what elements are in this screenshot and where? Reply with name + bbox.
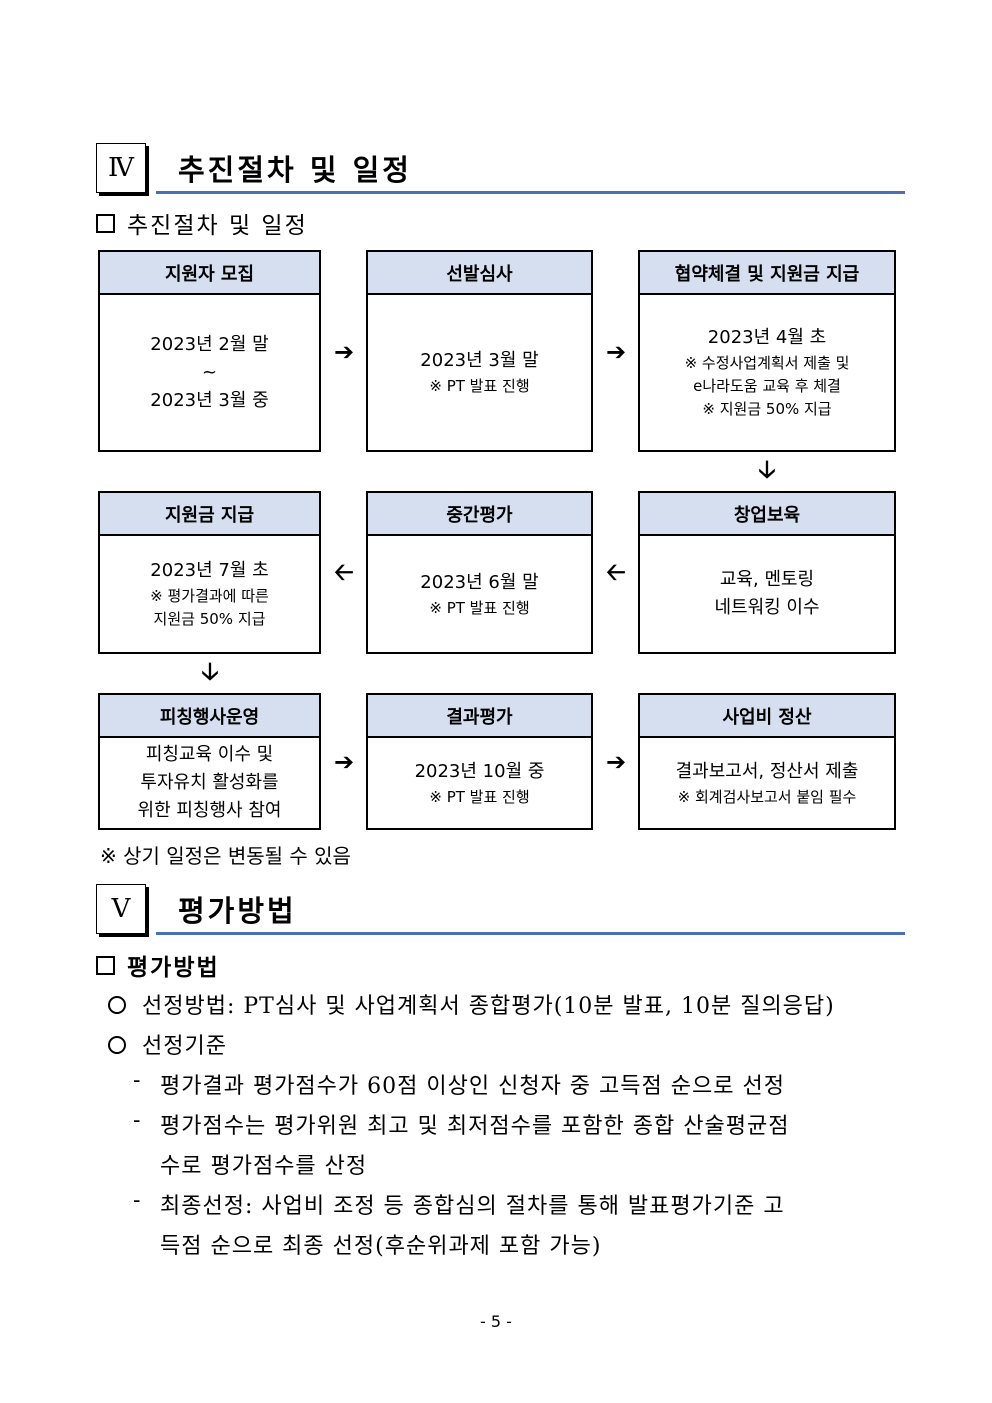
arrow-down-icon: 🡣 [758, 455, 776, 483]
section-underline [156, 191, 905, 194]
step-line: ※ PT 발표 진행 [429, 598, 530, 617]
step-title: 선발심사 [368, 252, 591, 295]
step-selection-review: 선발심사 2023년 3월 말 ※ PT 발표 진행 [366, 250, 593, 452]
step-line: ※ PT 발표 진행 [429, 377, 530, 395]
circle-bullet-icon [108, 1036, 126, 1054]
step-line: ※ 평가결과에 따른 [150, 587, 269, 605]
dash-bullet: - [133, 1188, 141, 1213]
step-line: 2023년 2월 말 [150, 333, 269, 355]
step-line: ※ PT 발표 진행 [429, 787, 530, 806]
step-line: 네트워킹 이수 [714, 597, 820, 618]
step-line: 2023년 6월 말 [420, 571, 539, 593]
evaluation-method: 선정방법: PT심사 및 사업계획서 종합평가(10분 발표, 10분 질의응답… [108, 988, 835, 1020]
arrow-down-icon: 🡣 [201, 657, 219, 685]
criteria-item-3: 최종선정: 사업비 조정 등 종합심의 절차를 통해 발표평가기준 고 [160, 1194, 785, 1219]
criteria-heading-text: 선정기준 [142, 1034, 227, 1059]
step-pitching-event: 피칭행사운영 피칭교육 이수 및 투자유치 활성화를 위한 피칭행사 참여 [98, 693, 321, 830]
step-title: 창업보육 [640, 493, 894, 536]
step-line: 피칭교육 이수 및 [145, 744, 274, 765]
step-line: 2023년 7월 초 [150, 560, 269, 581]
step-title: 사업비 정산 [640, 695, 894, 738]
criteria-item-1: 평가결과 평가점수가 60점 이상인 신청자 중 고득점 순으로 선정 [160, 1074, 785, 1099]
step-settlement: 사업비 정산 결과보고서, 정산서 제출 ※ 회계검사보고서 붙임 필수 [638, 693, 896, 830]
step-line: ※ 회계검사보고서 붙임 필수 [677, 787, 857, 806]
step-line: e나라도움 교육 후 체결 [693, 377, 841, 395]
arrow-right-icon: ➔ [605, 748, 627, 776]
dash-bullet: - [133, 1068, 141, 1093]
section-header-5: Ⅴ 평가방법 [96, 884, 905, 936]
step-line: 지원금 50% 지급 [153, 610, 266, 628]
evaluation-heading-text: 평가방법 [127, 955, 220, 981]
step-title: 지원자 모집 [100, 252, 319, 295]
procedure-heading: 추진절차 및 일정 [96, 206, 308, 240]
step-line: 2023년 4월 초 [707, 327, 827, 348]
section-underline [156, 932, 905, 935]
criteria-item-3-cont: 득점 순으로 최종 선정(후순위과제 포함 가능) [160, 1234, 602, 1259]
step-title: 피칭행사운영 [100, 695, 319, 738]
section-number: Ⅳ [96, 143, 146, 193]
schedule-note: ※ 상기 일정은 변동될 수 있음 [100, 844, 351, 868]
section-title: 평가방법 [178, 894, 297, 928]
circle-bullet-icon [108, 996, 126, 1014]
step-line: ~ [201, 361, 218, 383]
step-title: 중간평가 [368, 493, 591, 536]
step-line: ※ 수정사업계획서 제출 및 [684, 354, 850, 372]
step-midterm-eval: 중간평가 2023년 6월 말 ※ PT 발표 진행 [366, 491, 593, 654]
step-line: 2023년 3월 중 [150, 389, 269, 411]
step-line: 2023년 10월 중 [414, 760, 545, 782]
arrow-right-icon: ➔ [333, 338, 355, 366]
evaluation-method-text: 선정방법: PT심사 및 사업계획서 종합평가(10분 발표, 10분 질의응답… [142, 994, 835, 1019]
step-agreement: 협약체결 및 지원금 지급 2023년 4월 초 ※ 수정사업계획서 제출 및 … [638, 250, 896, 452]
step-incubation: 창업보육 교육, 멘토링 네트워킹 이수 [638, 491, 896, 654]
step-line: 위한 피칭행사 참여 [137, 800, 282, 821]
step-line: 교육, 멘토링 [719, 569, 815, 590]
criteria-heading: 선정기준 [108, 1028, 227, 1060]
step-line: 2023년 3월 말 [420, 350, 539, 371]
step-line: ※ 지원금 50% 지급 [702, 400, 832, 418]
section-header-4: Ⅳ 추진절차 및 일정 [96, 143, 905, 195]
arrow-right-icon: ➔ [605, 338, 627, 366]
step-recruit: 지원자 모집 2023년 2월 말 ~ 2023년 3월 중 [98, 250, 321, 452]
square-bullet-icon [96, 955, 115, 975]
section-title: 추진절차 및 일정 [178, 153, 412, 187]
dash-bullet: - [133, 1108, 141, 1133]
step-title: 지원금 지급 [100, 493, 319, 536]
page-number: - 5 - [480, 1312, 512, 1331]
step-final-eval: 결과평가 2023년 10월 중 ※ PT 발표 진행 [366, 693, 593, 830]
step-title: 협약체결 및 지원금 지급 [640, 252, 894, 295]
step-title: 결과평가 [368, 695, 591, 738]
step-fund-payment: 지원금 지급 2023년 7월 초 ※ 평가결과에 따른 지원금 50% 지급 [98, 491, 321, 654]
arrow-left-icon: 🡠 [606, 558, 626, 586]
square-bullet-icon [96, 213, 115, 233]
criteria-item-2-cont: 수로 평가점수를 산정 [160, 1154, 368, 1179]
arrow-right-icon: ➔ [333, 748, 355, 776]
step-line: 투자유치 활성화를 [140, 772, 279, 793]
evaluation-heading: 평가방법 [96, 948, 220, 982]
section-number: Ⅴ [96, 884, 146, 934]
step-line: 결과보고서, 정산서 제출 [675, 760, 859, 782]
procedure-heading-text: 추진절차 및 일정 [127, 213, 308, 239]
criteria-item-2: 평가점수는 평가위원 최고 및 최저점수를 포함한 종합 산술평균점 [160, 1114, 790, 1139]
arrow-left-icon: 🡠 [334, 558, 354, 586]
